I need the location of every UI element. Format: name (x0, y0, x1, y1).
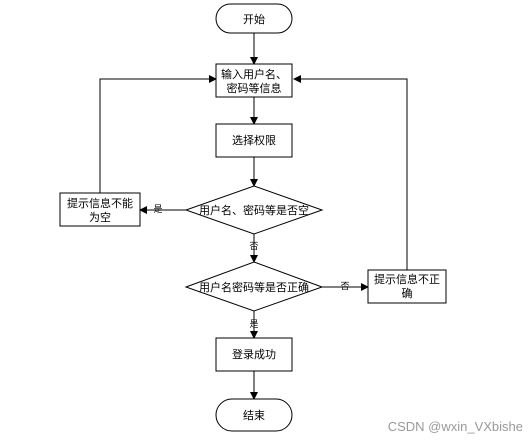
select-node (215, 123, 293, 158)
check-correct-label: 用户名密码等是否正确 (199, 280, 309, 294)
edge-labels: 是 否 否 是 (153, 204, 349, 330)
check-correct-node (184, 261, 324, 312)
edge-label-correct-yes: 是 (249, 319, 258, 330)
end-label: 结束 (243, 409, 265, 422)
empty-msg-node (59, 192, 141, 227)
watermark: CSDN @wxin_VXbishe (387, 419, 523, 434)
edges (99, 33, 408, 400)
success-node (215, 337, 293, 372)
edge-empty-msg-back-to-input (99, 75, 217, 193)
edge-label-empty-yes: 是 (153, 204, 162, 215)
check-empty-node (184, 185, 324, 235)
start-label: 开始 (243, 12, 265, 26)
start-node (215, 3, 293, 34)
end-node (215, 398, 293, 432)
empty-msg-label-line-2: 为空 (89, 210, 111, 224)
wrong-msg-label-line-1: 提示信息不正 (374, 272, 440, 286)
edge-wrong-msg-back-to-input (293, 75, 408, 270)
nodes (59, 3, 447, 432)
input-label-line-2: 密码等信息 (227, 81, 282, 95)
node-labels: 开始 输入用户名、 密码等信息 选择权限 用户名、密码等是否空 提示信息不能 为… (67, 12, 440, 422)
input-node (215, 63, 293, 98)
input-label-line-1: 输入用户名、 (221, 67, 287, 81)
empty-msg-label-line-1: 提示信息不能 (67, 196, 133, 210)
select-label: 选择权限 (232, 133, 276, 147)
success-label: 登录成功 (232, 347, 276, 361)
check-empty-label: 用户名、密码等是否空 (199, 203, 309, 217)
wrong-msg-node (367, 269, 447, 304)
edge-label-empty-no: 否 (249, 241, 258, 252)
wrong-msg-label-line-2: 确 (402, 287, 413, 300)
edge-label-correct-no: 否 (340, 281, 349, 292)
